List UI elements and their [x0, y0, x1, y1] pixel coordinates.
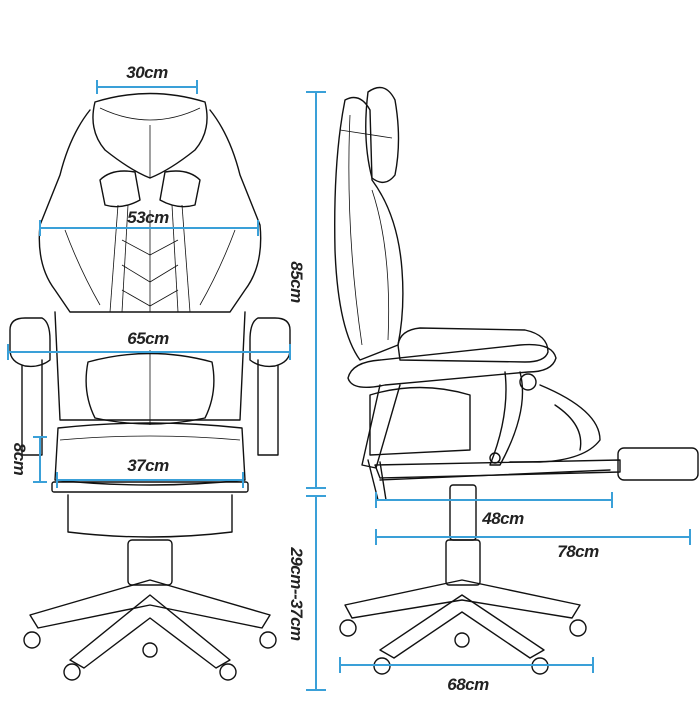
side-backrest: [334, 96, 404, 361]
label-depth-with-footrest: 78cm: [557, 542, 599, 561]
front-headrest: [92, 92, 208, 179]
front-armrest-right: [249, 317, 291, 368]
side-seat: [397, 327, 549, 363]
label-backrest-width: 53cm: [127, 208, 169, 227]
side-footrest: [617, 447, 699, 481]
label-seat-thickness: 8cm: [10, 443, 29, 476]
front-star-base: [29, 579, 271, 629]
side-headrest: [365, 86, 400, 183]
dimension-lines: [7, 80, 691, 691]
label-base-width: 68cm: [447, 675, 489, 694]
label-headrest-width: 30cm: [126, 63, 168, 82]
front-view-chair: [9, 92, 291, 681]
label-seat-height-range: 29cm--37cm: [287, 546, 306, 641]
dimension-labels: 30cm 53cm 65cm 37cm 8cm 85cm 29cm--37cm …: [10, 63, 600, 694]
front-lumbar-pillow: [85, 352, 215, 425]
label-armrest-width: 65cm: [127, 329, 169, 348]
side-view-chair: [334, 86, 699, 675]
label-seat-width: 37cm: [127, 456, 169, 475]
side-armrest: [347, 343, 557, 388]
label-back-height: 85cm: [287, 261, 306, 303]
front-seat: [54, 422, 246, 486]
side-star-base: [344, 579, 581, 619]
front-armrest-left: [9, 317, 51, 368]
label-seat-depth: 48cm: [481, 509, 524, 528]
